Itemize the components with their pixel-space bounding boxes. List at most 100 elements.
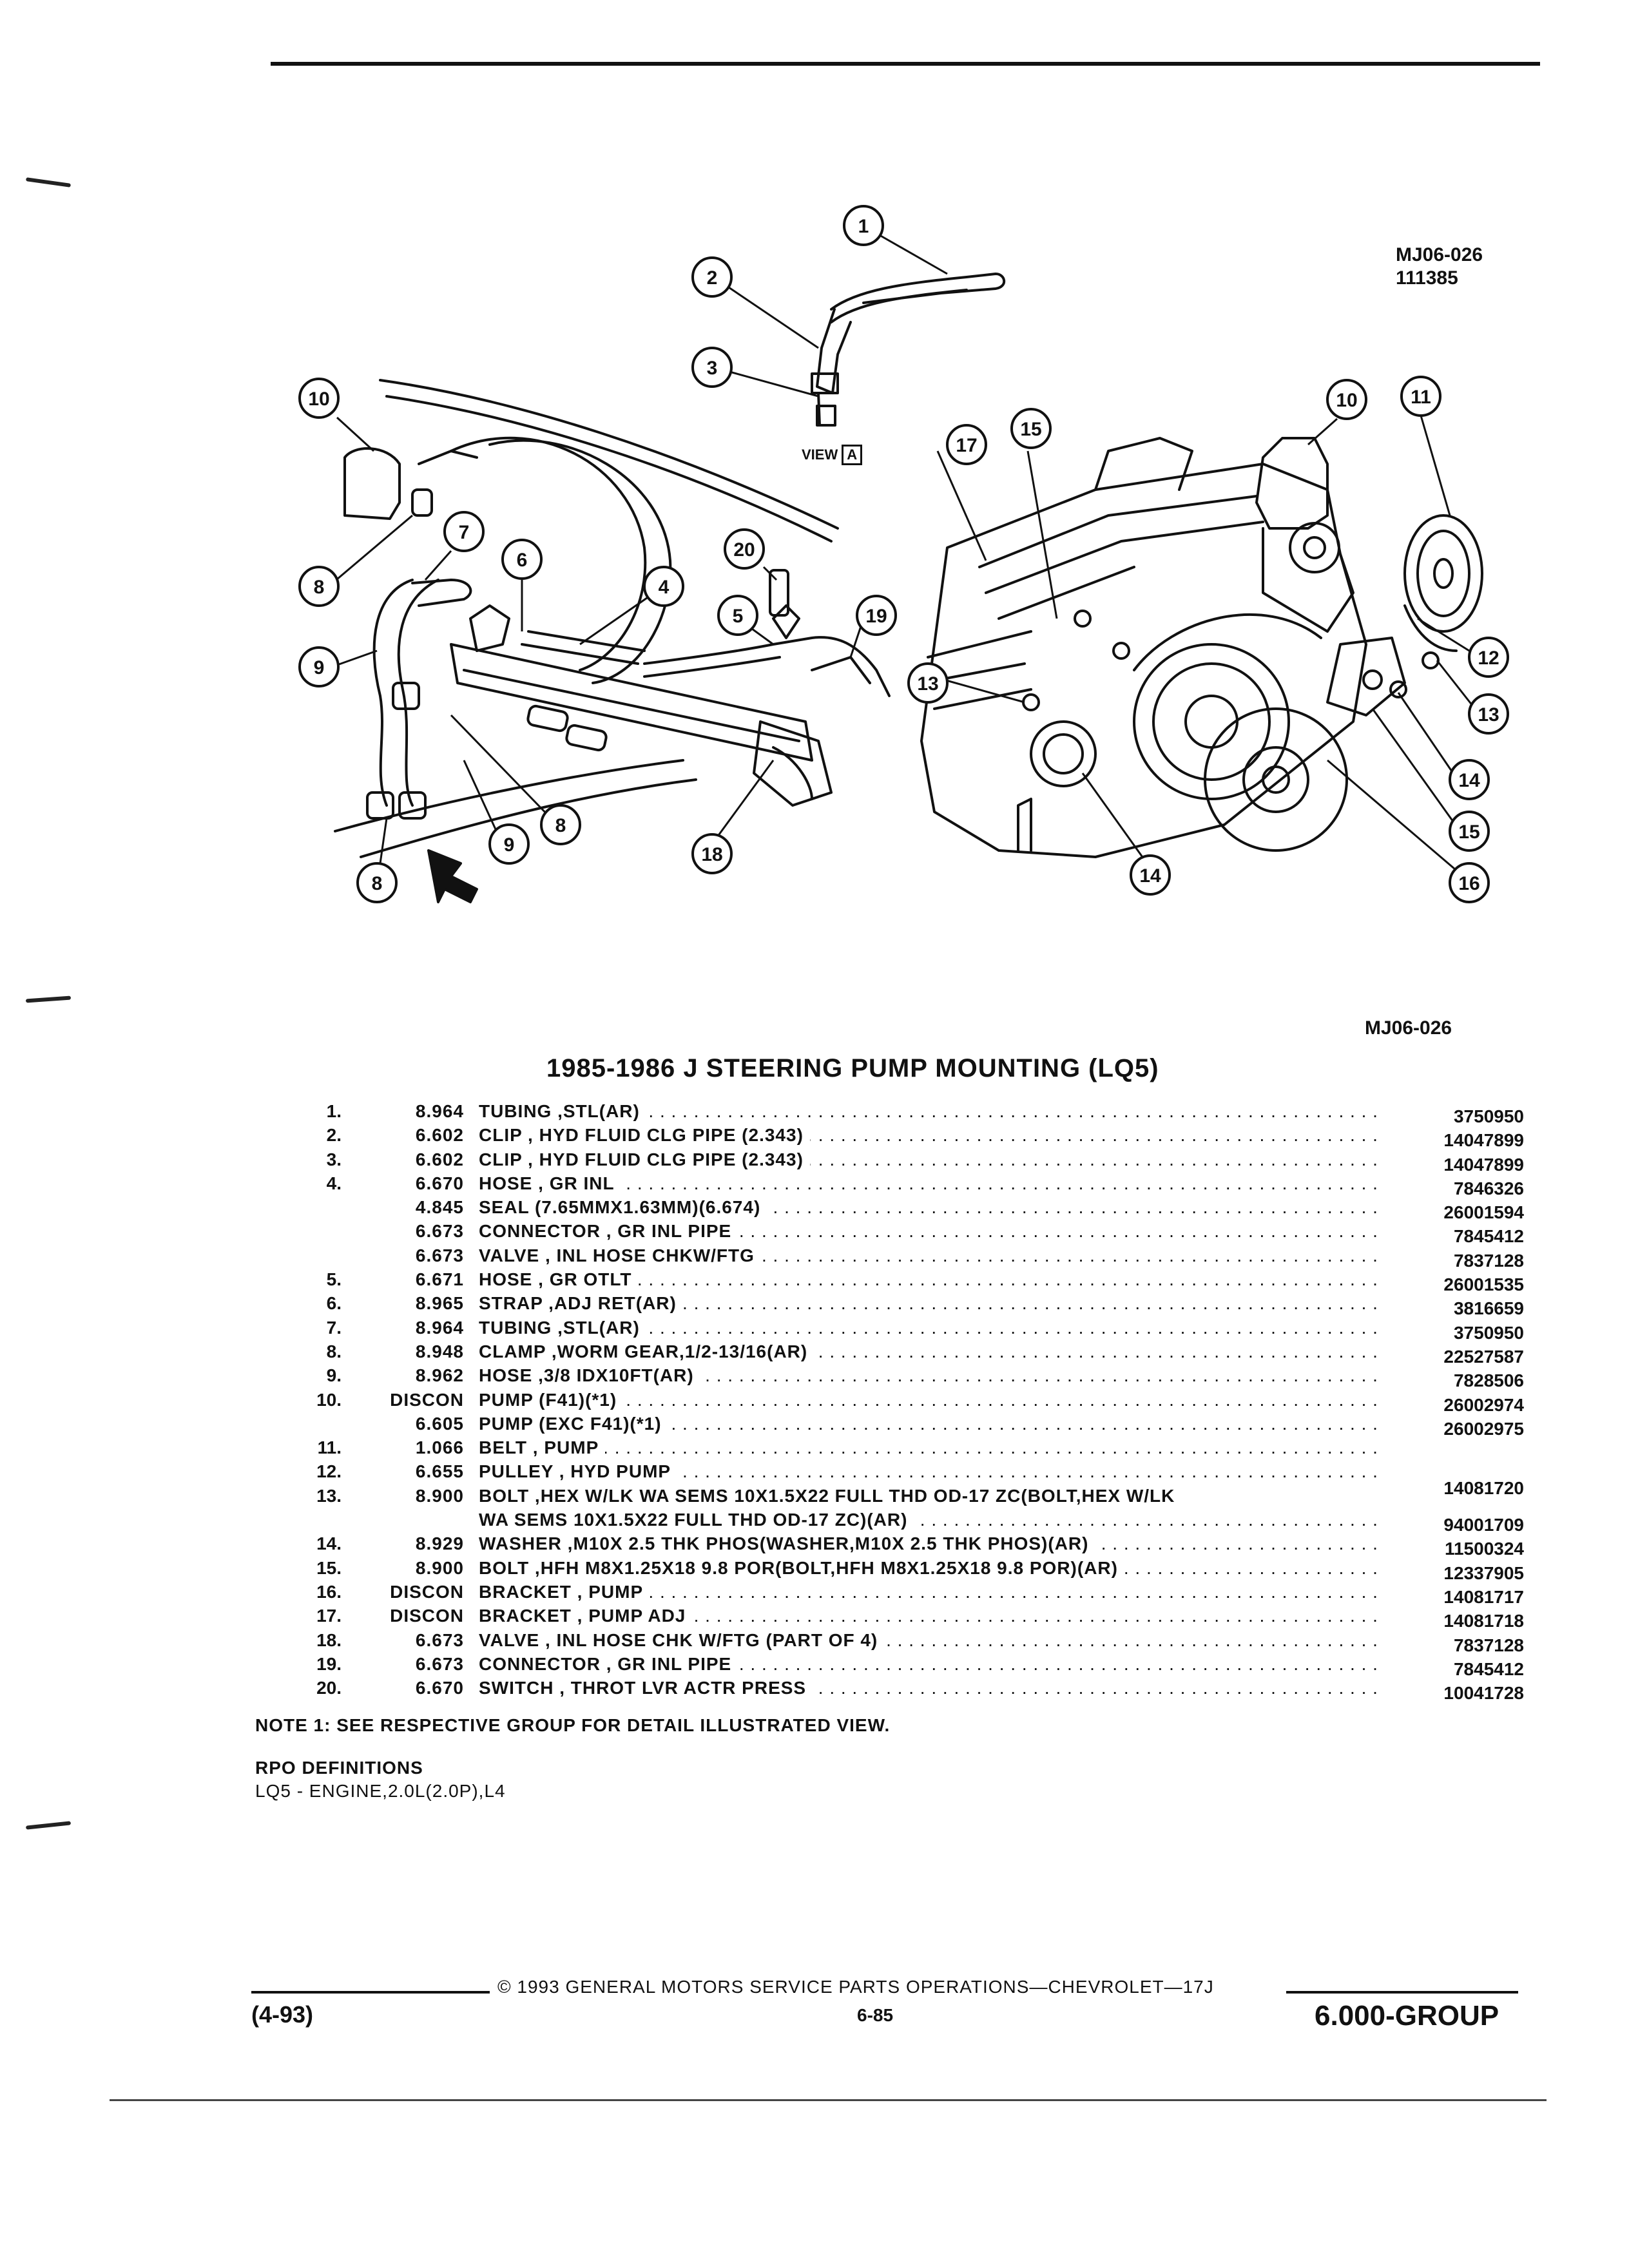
part-description: BRACKET , PUMP bbox=[479, 1580, 650, 1604]
part-description: CONNECTOR , GR INL PIPE bbox=[479, 1219, 738, 1243]
group-number: 6.602 bbox=[415, 1125, 464, 1146]
view-a-label: VIEW A bbox=[802, 445, 863, 465]
top-rule bbox=[271, 62, 1540, 66]
view-a-tubing bbox=[811, 273, 1006, 427]
callout-label: 15 bbox=[1458, 822, 1480, 843]
part-number: 14081717 bbox=[1443, 1586, 1524, 1607]
part-description: CLIP , HYD FLUID CLG PIPE (2.343) bbox=[479, 1123, 810, 1147]
part-description: SEAL (7.65MMX1.63MM)(6.674) bbox=[479, 1195, 767, 1219]
group-number: 6.670 bbox=[415, 1173, 464, 1193]
item-number: 20. bbox=[316, 1678, 342, 1698]
callout-label: 13 bbox=[1478, 704, 1499, 726]
callout-label: 9 bbox=[314, 657, 325, 678]
item-number: 2. bbox=[326, 1125, 342, 1146]
table-row: 6.8.965STRAP ,ADJ RET(AR)3816659 bbox=[245, 1291, 1524, 1318]
callout-label: 10 bbox=[1336, 390, 1357, 411]
group-number: 1.066 bbox=[415, 1437, 464, 1458]
part-description: VALVE , INL HOSE CHK W/FTG (PART OF 4) bbox=[479, 1628, 885, 1652]
group-number: 8.965 bbox=[415, 1293, 464, 1314]
pump-assembly bbox=[1255, 437, 1354, 633]
table-row: 3.6.602CLIP , HYD FLUID CLG PIPE (2.343)… bbox=[245, 1148, 1524, 1175]
table-row: 4.845 SEAL (7.65MMX1.63MM)(6.674) 26001594 bbox=[245, 1195, 1524, 1222]
part-description-text: HOSE , GR INL bbox=[479, 1173, 621, 1193]
diagram-ref-bottom: MJ06-026 bbox=[1365, 1017, 1452, 1039]
part-description-text: CLIP , HYD FLUID CLG PIPE (2.343) bbox=[479, 1149, 810, 1169]
part-description: TUBING ,STL(AR) bbox=[479, 1316, 646, 1340]
part-number: 7837128 bbox=[1453, 1250, 1524, 1271]
callout-label: 17 bbox=[956, 435, 977, 456]
item-number: 15. bbox=[316, 1557, 342, 1578]
steering-gear bbox=[450, 604, 833, 807]
part-description: PUMP (F41)(*1) bbox=[479, 1388, 624, 1412]
table-row: 6.673 CONNECTOR , GR INL PIPE 7845412 bbox=[245, 1219, 1524, 1246]
bottom-rule bbox=[110, 2099, 1547, 2101]
pulley bbox=[1403, 514, 1483, 652]
table-row: 8.8.948CLAMP ,WORM GEAR,1/2-13/16(AR)225… bbox=[245, 1340, 1524, 1367]
part-number: 3750950 bbox=[1453, 1106, 1524, 1126]
callout-label: 8 bbox=[314, 577, 325, 598]
callout-label: 18 bbox=[701, 844, 722, 865]
group-number: DISCON bbox=[390, 1606, 464, 1626]
part-number: 26001535 bbox=[1443, 1274, 1524, 1295]
group-number: 6.605 bbox=[415, 1413, 464, 1434]
group-number: 6.673 bbox=[415, 1629, 464, 1650]
diagram-ref-top: MJ06-026 111385 bbox=[1396, 244, 1483, 290]
leader-dots bbox=[479, 1436, 1379, 1459]
table-row: 10.DISCONPUMP (F41)(*1)26002974 bbox=[245, 1388, 1524, 1415]
part-number: 14047899 bbox=[1443, 1154, 1524, 1175]
group-number: 8.964 bbox=[415, 1317, 464, 1338]
group-number: 8.900 bbox=[415, 1485, 464, 1506]
group-number: DISCON bbox=[390, 1581, 464, 1602]
rpo-heading: RPO DEFINITIONS bbox=[255, 1758, 423, 1778]
callout-label: 15 bbox=[1020, 419, 1041, 440]
part-number: 10041728 bbox=[1443, 1683, 1524, 1704]
part-number: 94001709 bbox=[1443, 1514, 1524, 1535]
item-number: 3. bbox=[326, 1149, 342, 1169]
callout-label: 14 bbox=[1458, 770, 1480, 791]
part-description: PUMP (EXC F41)(*1) bbox=[479, 1412, 668, 1436]
part-number: 11500324 bbox=[1444, 1539, 1524, 1559]
item-number: 16. bbox=[316, 1581, 342, 1602]
group-number: 6.673 bbox=[415, 1653, 464, 1674]
group-number: DISCON bbox=[390, 1389, 464, 1410]
part-description: HOSE ,3/8 IDX10FT(AR) bbox=[479, 1363, 700, 1387]
callout-label: 2 bbox=[707, 267, 718, 289]
reservoir bbox=[343, 447, 478, 520]
group-number: 6.655 bbox=[415, 1461, 464, 1482]
callout-label: 14 bbox=[1139, 865, 1161, 887]
part-description: BOLT ,HEX W/LK WA SEMS 10X1.5X22 FULL TH… bbox=[479, 1484, 1182, 1532]
table-row: 7.8.964TUBING ,STL(AR)3750950 bbox=[245, 1316, 1524, 1343]
item-number: 7. bbox=[326, 1317, 342, 1338]
part-description: BRACKET , PUMP ADJ bbox=[479, 1604, 693, 1628]
part-description: WASHER ,M10X 2.5 THK PHOS(WASHER,M10X 2.… bbox=[479, 1532, 1095, 1555]
callout-label: 6 bbox=[517, 550, 528, 571]
table-row: 20. 6.670 SWITCH , THROT LVR ACTR PRESS 100… bbox=[245, 1676, 1524, 1703]
part-number: 26001594 bbox=[1443, 1202, 1524, 1223]
group-number: 6.673 bbox=[415, 1245, 464, 1265]
item-number: 14. bbox=[316, 1533, 342, 1554]
callout-label: 4 bbox=[659, 577, 670, 598]
group-number: 6.673 bbox=[415, 1221, 464, 1242]
part-number: 7845412 bbox=[1453, 1226, 1524, 1247]
exploded-parts-diagram: 1 2 3 10 8 9 7 6 4 5 20 19 18 9 8 8 17 1… bbox=[298, 205, 1509, 903]
part-description-text: TUBING ,STL(AR) bbox=[479, 1101, 646, 1121]
item-number: 9. bbox=[326, 1365, 342, 1386]
part-description-text: BELT , PUMP bbox=[479, 1437, 606, 1458]
item-number: 12. bbox=[316, 1461, 342, 1482]
part-description: PULLEY , HYD PUMP bbox=[479, 1459, 678, 1483]
table-row: 18.6.673VALVE , INL HOSE CHK W/FTG (PART… bbox=[245, 1628, 1524, 1655]
callout-label: 8 bbox=[555, 815, 566, 836]
group-number: 6.670 bbox=[415, 1678, 464, 1698]
callout-label: 12 bbox=[1478, 648, 1499, 669]
part-description: STRAP ,ADJ RET(AR) bbox=[479, 1291, 683, 1315]
part-number: 3816659 bbox=[1453, 1298, 1524, 1319]
callout-label: 10 bbox=[308, 389, 329, 410]
table-row: 1.8.964TUBING ,STL(AR)3750950 bbox=[245, 1099, 1524, 1126]
callout-label: 19 bbox=[865, 606, 887, 627]
group-number: 4.845 bbox=[415, 1197, 464, 1218]
part-description-text: SWITCH , THROT LVR ACTR PRESS bbox=[479, 1678, 813, 1698]
part-description-text: PUMP (F41)(*1) bbox=[479, 1389, 624, 1410]
